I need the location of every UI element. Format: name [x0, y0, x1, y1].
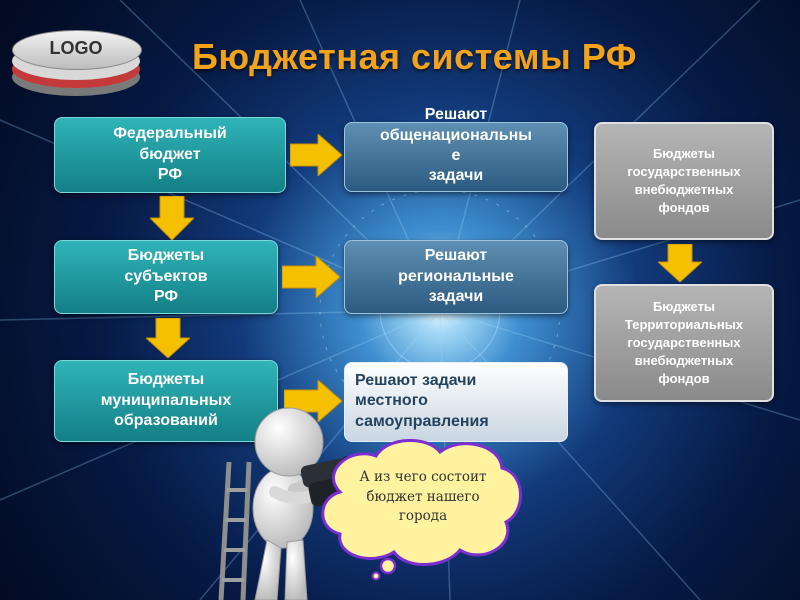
box-line: образований	[114, 412, 218, 430]
box-line: задачи	[428, 167, 484, 185]
cloud-line: города	[398, 508, 448, 525]
box-line: Бюджеты	[127, 247, 205, 265]
box-line: бюджет	[139, 145, 201, 163]
page-title: Бюджетная системы РФ	[192, 36, 637, 77]
local-tasks-box: Решают задачи местного самоуправления	[344, 362, 568, 442]
box-line: Решают задачи	[355, 372, 477, 389]
box-line: РФ	[157, 166, 183, 184]
municipal-budget-box: Бюджеты муниципальных образований	[54, 360, 278, 442]
box-line: е	[451, 147, 461, 164]
cloud-question: А из чего состоит бюджет нашего города	[348, 468, 498, 527]
subjects-budget-box: Бюджеты субъектов РФ	[54, 240, 278, 314]
box-line: государственных	[627, 335, 741, 351]
box-line: Решают	[424, 247, 488, 265]
arrow-down-icon	[150, 196, 194, 240]
logo: LOGO	[12, 26, 142, 96]
box-line: государственных	[627, 164, 741, 180]
box-line: фондов	[658, 199, 710, 215]
box-line: РФ	[153, 288, 179, 306]
box-line: внебюджетных	[634, 182, 734, 197]
box-line: Бюджеты	[652, 299, 716, 315]
logo-text: LOGO	[49, 38, 103, 58]
box-line: фондов	[658, 370, 710, 386]
territorial-funds-box: Бюджеты Территориальных государственных …	[594, 284, 774, 402]
regional-tasks-box: Решают региональные задачи	[344, 240, 568, 314]
box-line: субъектов	[124, 267, 208, 285]
box-line: задачи	[428, 288, 484, 306]
box-line: самоуправления	[355, 412, 489, 430]
box-line: Бюджеты	[127, 371, 205, 389]
box-line: Федеральный	[113, 125, 227, 143]
national-tasks-box: Решают общенациональны е задачи	[344, 106, 568, 192]
box-line: Территориальных	[624, 317, 744, 333]
box-line: Бюджеты	[652, 146, 716, 162]
cloud-line: А из чего состоит	[359, 469, 487, 485]
cloud-line: бюджет нашего	[366, 488, 480, 505]
state-extrabudgetary-funds-box: Бюджеты государственных внебюджетных фон…	[594, 122, 774, 240]
arrow-down-icon	[658, 244, 702, 282]
box-line: муниципальных	[100, 391, 232, 409]
box-line: региональные	[398, 267, 514, 285]
box-line: Решают	[424, 106, 488, 124]
federal-budget-box: Федеральный бюджет РФ	[54, 117, 286, 193]
box-line: общенациональны	[380, 126, 532, 144]
box-line: местного	[355, 392, 428, 410]
thought-cloud	[321, 439, 522, 580]
arrow-down-icon	[146, 318, 190, 358]
arrow-right-icon	[290, 134, 342, 176]
arrow-right-icon	[282, 256, 340, 298]
box-line: внебюджетных	[634, 352, 734, 368]
